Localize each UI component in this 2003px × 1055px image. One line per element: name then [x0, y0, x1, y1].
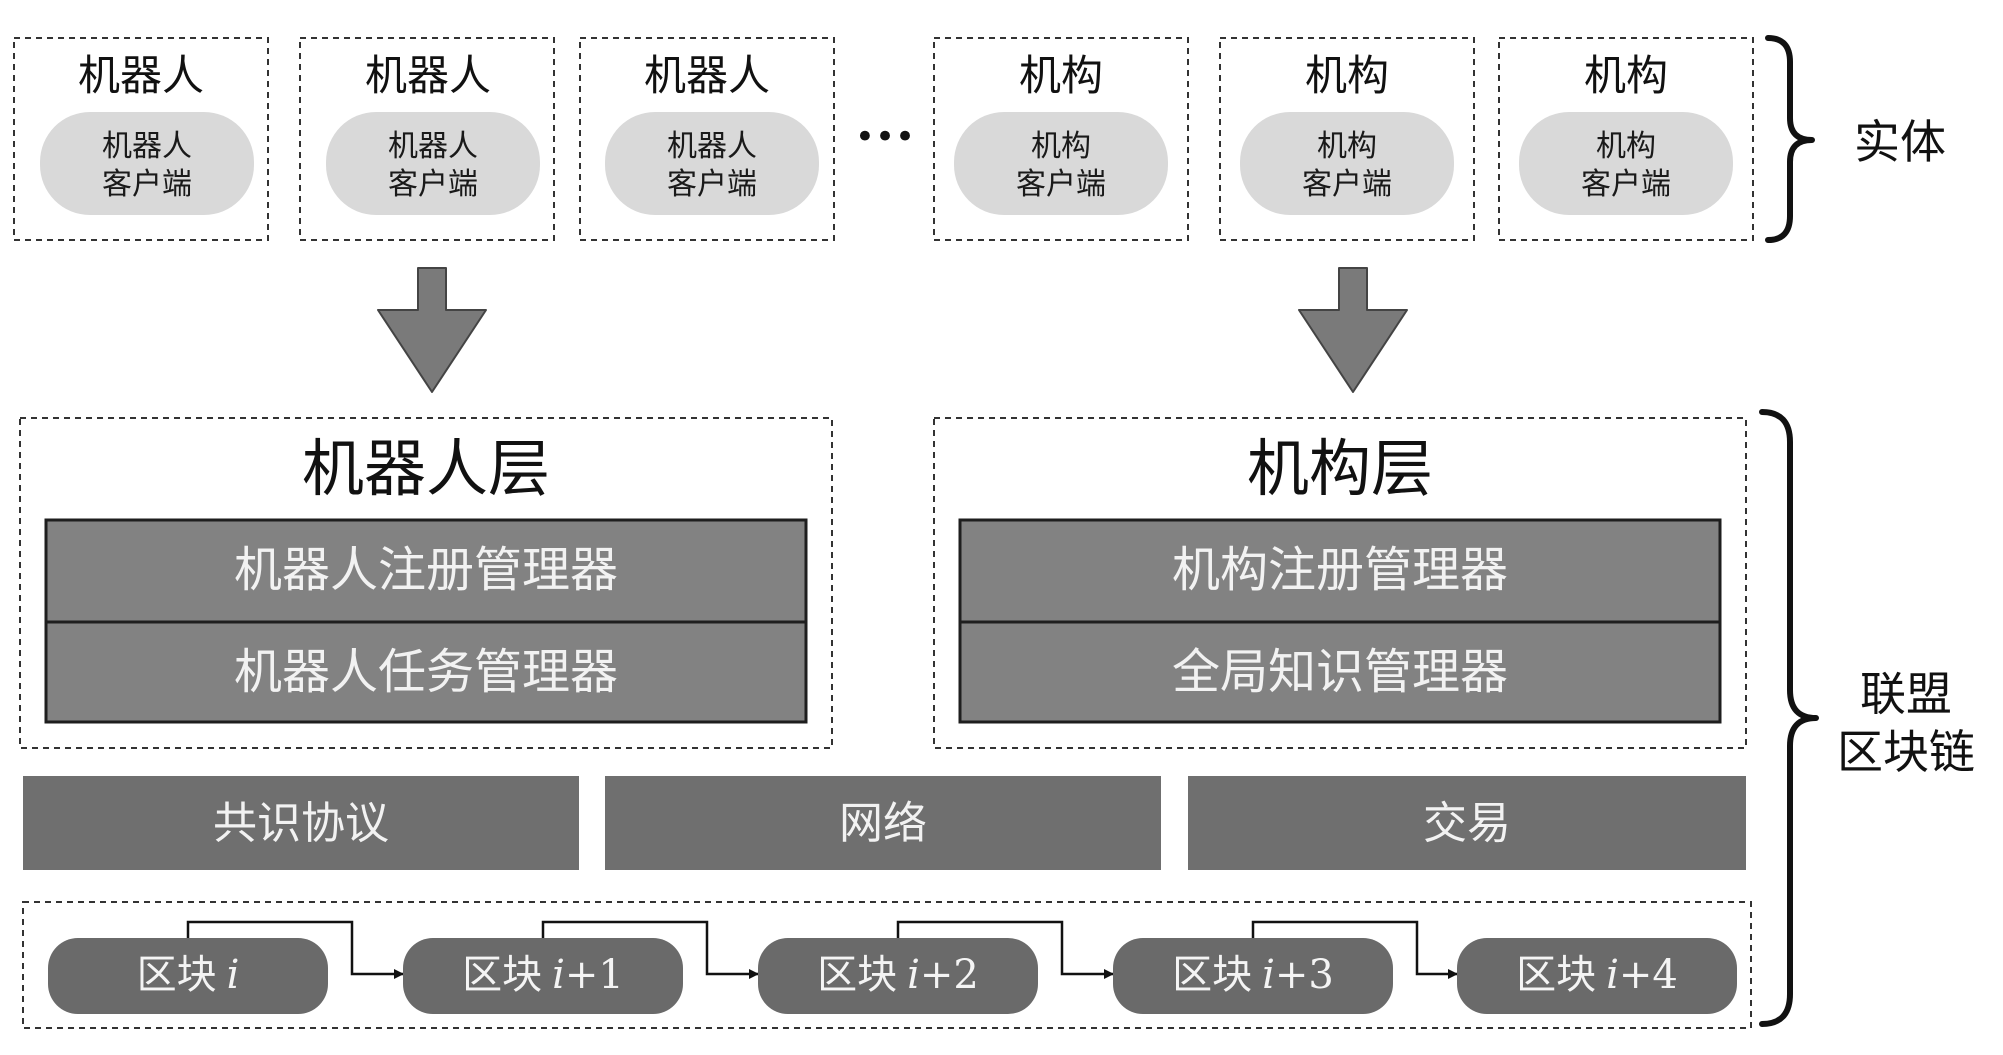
client-pill: [605, 112, 819, 215]
down-arrow-institution: [1298, 267, 1408, 393]
client-pill-line1: 机构: [1031, 129, 1091, 164]
client-pill-line2: 客户端: [667, 167, 757, 202]
entity-cell-robot-2: 机器人 机器人 客户端: [299, 37, 555, 241]
institution-layer-title: 机构层: [1247, 432, 1433, 505]
robot-registration-manager-label: 机器人注册管理器: [234, 542, 618, 598]
entity-title: 机构: [1584, 51, 1668, 100]
entity-brace-label: 实体: [1854, 115, 1946, 169]
service-row: 共识协议 网络 交易: [23, 776, 1746, 870]
block-i-plus-3: [1113, 938, 1393, 1014]
entity-cell-institution-1: 机构 机构 客户端: [933, 37, 1189, 241]
block-link-4: [1251, 920, 1458, 979]
client-pill-line2: 客户端: [1581, 167, 1671, 202]
entity-cell-robot-1: 机器人 机器人 客户端: [13, 37, 269, 241]
institution-layer: 机构层 机构注册管理器 全局知识管理器: [933, 417, 1747, 749]
client-pill-line1: 机构: [1596, 129, 1656, 164]
entity-ellipsis: •••: [855, 117, 915, 157]
entity-row: 机器人 机器人 客户端 机器人 机器人 客户端 机器人 机器人 客户端 ••• …: [13, 37, 1754, 241]
robot-layer: 机器人层 机器人注册管理器 机器人任务管理器: [19, 417, 833, 749]
client-pill-line1: 机器人: [667, 129, 757, 164]
client-pill-line1: 机器人: [102, 129, 192, 164]
client-pill-line1: 机器人: [388, 129, 478, 164]
block-i-plus-1: [403, 938, 683, 1014]
service-consensus-label: 共识协议: [213, 798, 389, 849]
service-network-label: 网络: [839, 798, 927, 849]
robot-layer-title: 机器人层: [302, 432, 550, 505]
block-i-plus-2: [758, 938, 1038, 1014]
client-pill-line1: 机构: [1317, 129, 1377, 164]
robot-task-manager-label: 机器人任务管理器: [234, 644, 618, 700]
consortium-label-line1: 联盟: [1860, 667, 1952, 721]
service-transaction-label: 交易: [1423, 798, 1511, 849]
block-i: [48, 938, 328, 1014]
institution-registration-manager: [958, 518, 1722, 624]
entity-title: 机构: [1305, 51, 1389, 100]
client-pill: [326, 112, 540, 215]
consortium-brace: [1759, 409, 1819, 1027]
client-pill: [40, 112, 254, 215]
entity-cell-institution-3: 机构 机构 客户端: [1498, 37, 1754, 241]
entity-title: 机器人: [365, 51, 491, 100]
consortium-label-line2: 区块链: [1837, 725, 1975, 779]
service-transaction: [1188, 776, 1746, 870]
robot-task-manager: [44, 620, 808, 724]
entity-title: 机器人: [644, 51, 770, 100]
block-link-3: [896, 920, 1114, 979]
client-pill: [1519, 112, 1733, 215]
block-i-plus-4: [1457, 938, 1737, 1014]
entity-cell-robot-3: 机器人 机器人 客户端: [579, 37, 835, 241]
down-arrow-robot: [377, 267, 487, 393]
entity-brace: [1765, 35, 1815, 243]
block-link-1: [186, 920, 404, 979]
client-pill-line2: 客户端: [1016, 167, 1106, 202]
client-pill-line2: 客户端: [102, 167, 192, 202]
client-pill: [1240, 112, 1454, 215]
institution-registration-manager-label: 机构注册管理器: [1172, 542, 1508, 598]
client-pill: [954, 112, 1168, 215]
block-link-2: [541, 920, 759, 979]
client-pill-line2: 客户端: [388, 167, 478, 202]
service-consensus: [23, 776, 579, 870]
entity-title: 机器人: [78, 51, 204, 100]
consortium-brace-group: 联盟 区块链: [1759, 409, 1975, 1027]
client-pill-line2: 客户端: [1302, 167, 1392, 202]
entity-brace-group: 实体: [1765, 35, 1946, 243]
service-network: [605, 776, 1161, 870]
global-knowledge-manager-label: 全局知识管理器: [1172, 644, 1508, 700]
global-knowledge-manager: [958, 620, 1722, 724]
entity-cell-institution-2: 机构 机构 客户端: [1219, 37, 1475, 241]
entity-title: 机构: [1019, 51, 1103, 100]
robot-registration-manager: [44, 518, 808, 624]
